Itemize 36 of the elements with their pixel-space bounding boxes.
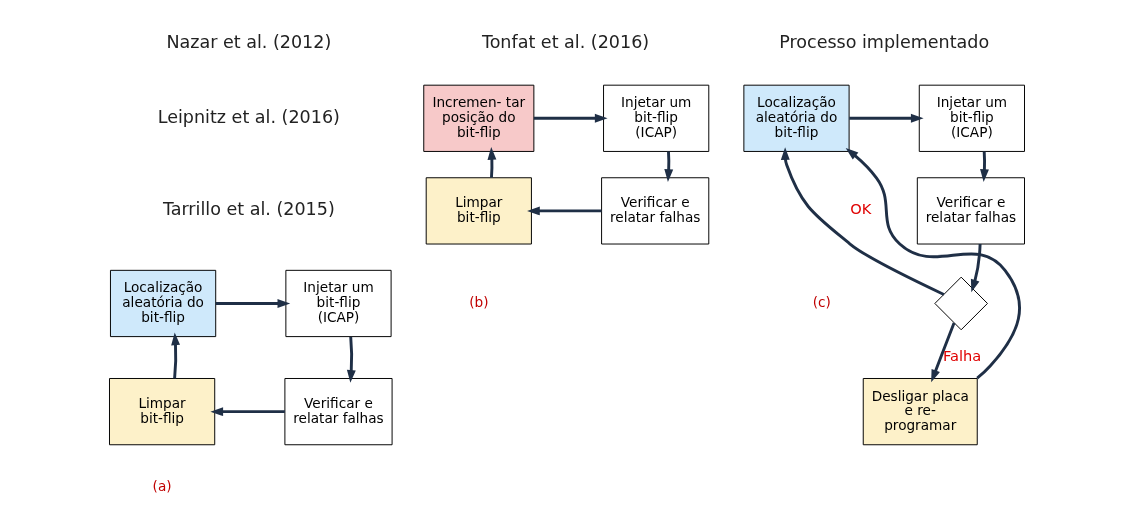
node-box: Injetar um bit-flip (ICAP) <box>285 269 392 338</box>
label: Tarrillo et al. (2015) <box>162 199 335 220</box>
node-box: Incremen- tar posição do bit-flip <box>423 84 535 152</box>
arrow <box>849 113 924 123</box>
arrow <box>970 244 982 293</box>
arrow <box>527 206 602 216</box>
node-box: Desligar placa e re- programar <box>862 378 978 446</box>
edge-label: Falha <box>943 346 982 364</box>
node-box: Localização aleatória do bit-flip <box>109 269 217 338</box>
node-box: Limpar bit-flip <box>109 378 216 446</box>
label: Nazar et al. (2012) <box>166 31 332 52</box>
arrow <box>845 148 1021 380</box>
node-box: Verificar e relatar falhas <box>916 177 1025 245</box>
label: Tonfat et al. (2016) <box>481 31 650 52</box>
arrow <box>664 151 674 182</box>
node-box: Injetar um bit-flip (ICAP) <box>603 84 710 152</box>
edge-label: OK <box>850 200 872 218</box>
arrow <box>210 407 285 417</box>
node-box: Verificar e relatar falhas <box>601 177 710 245</box>
arrow <box>931 322 956 383</box>
node-box: Limpar bit-flip <box>425 177 532 245</box>
arrow <box>533 113 608 123</box>
label: (b) <box>469 294 489 311</box>
node-box: Verificar e relatar falhas <box>284 378 393 446</box>
node-box: Injetar um bit-flip (ICAP) <box>918 84 1025 152</box>
arrow <box>171 332 180 379</box>
label: (a) <box>152 477 172 494</box>
arrow <box>346 336 356 383</box>
label: (c) <box>812 294 831 311</box>
node-box: Localização aleatória do bit-flip <box>743 84 850 152</box>
label: Processo implementado <box>779 31 990 52</box>
arrow <box>980 151 989 182</box>
arrow <box>487 147 497 178</box>
label: Leipnitz et al. (2016) <box>157 106 340 127</box>
arrow <box>215 299 291 308</box>
arrow <box>780 147 945 296</box>
